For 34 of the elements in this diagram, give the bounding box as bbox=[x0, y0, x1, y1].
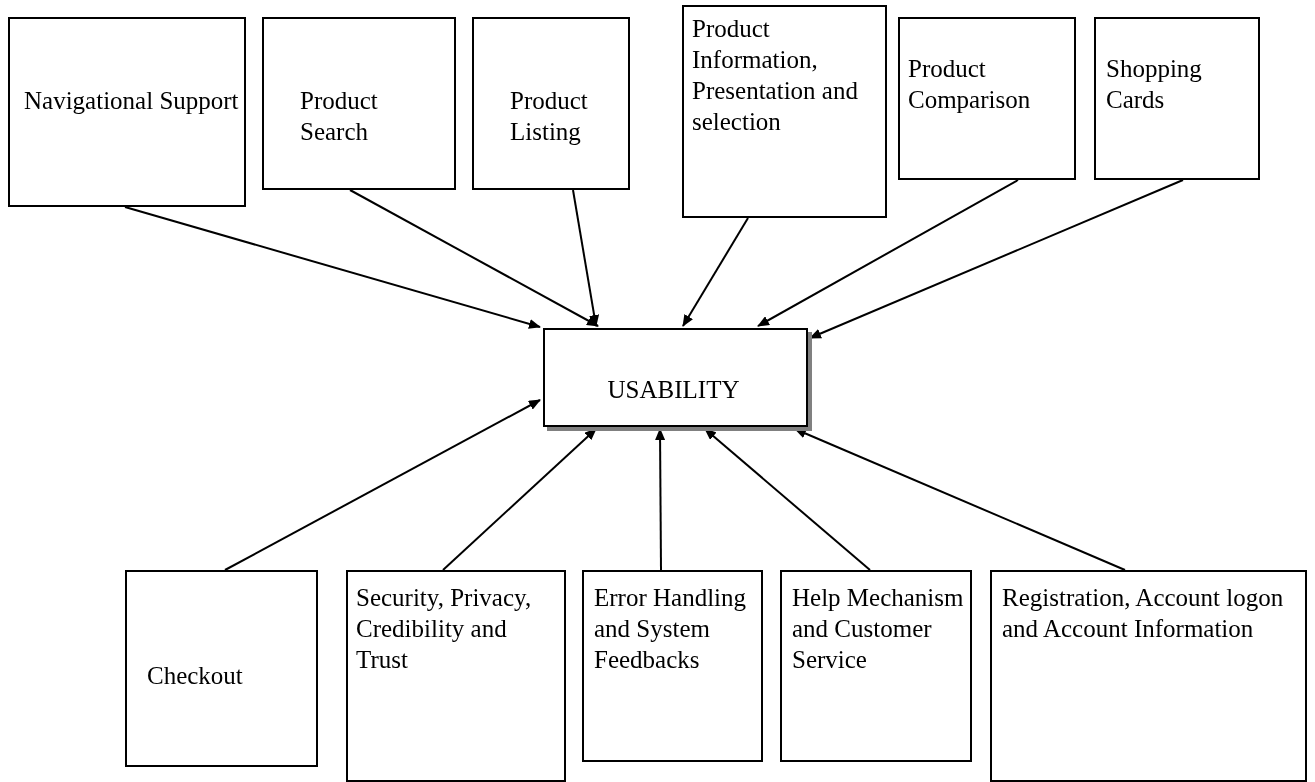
arrow bbox=[809, 179, 1184, 339]
arrow bbox=[124, 206, 541, 329]
topic-box bbox=[582, 570, 763, 762]
topic-box bbox=[8, 17, 246, 207]
arrow bbox=[349, 189, 599, 327]
arrow bbox=[572, 189, 600, 327]
arrow bbox=[655, 428, 666, 571]
arrow bbox=[794, 428, 1126, 571]
arrow bbox=[224, 399, 541, 571]
box-label: Product Information, Presentation and selection bbox=[692, 14, 859, 137]
topic-box bbox=[682, 5, 887, 218]
topic-box bbox=[125, 570, 318, 767]
box-label: Product Listing bbox=[510, 86, 589, 147]
box-label: Checkout bbox=[147, 661, 244, 691]
box-label: USABILITY bbox=[606, 375, 741, 405]
topic-box bbox=[1094, 17, 1260, 180]
box-label: Product Search bbox=[300, 86, 379, 147]
box-label: Registration, Account logon and Account Information bbox=[1002, 583, 1285, 644]
arrow bbox=[704, 428, 871, 571]
topic-box bbox=[898, 17, 1076, 180]
topic-box bbox=[346, 570, 566, 782]
box-label: Shopping Cards bbox=[1106, 54, 1203, 115]
box-label: Error Handling and System Feedbacks bbox=[594, 583, 748, 675]
box-label: Navigational Support bbox=[24, 86, 240, 116]
arrow bbox=[442, 428, 597, 571]
arrow bbox=[682, 217, 749, 327]
arrow bbox=[757, 179, 1019, 327]
box-label: Product Comparison bbox=[908, 54, 1032, 115]
topic-box bbox=[472, 17, 630, 190]
box-label: Help Mechanism and Customer Service bbox=[792, 583, 965, 675]
topic-box bbox=[262, 17, 456, 190]
topic-box bbox=[990, 570, 1307, 782]
topic-box bbox=[780, 570, 972, 762]
box-label: Security, Privacy, Credibility and Trust bbox=[356, 583, 533, 675]
